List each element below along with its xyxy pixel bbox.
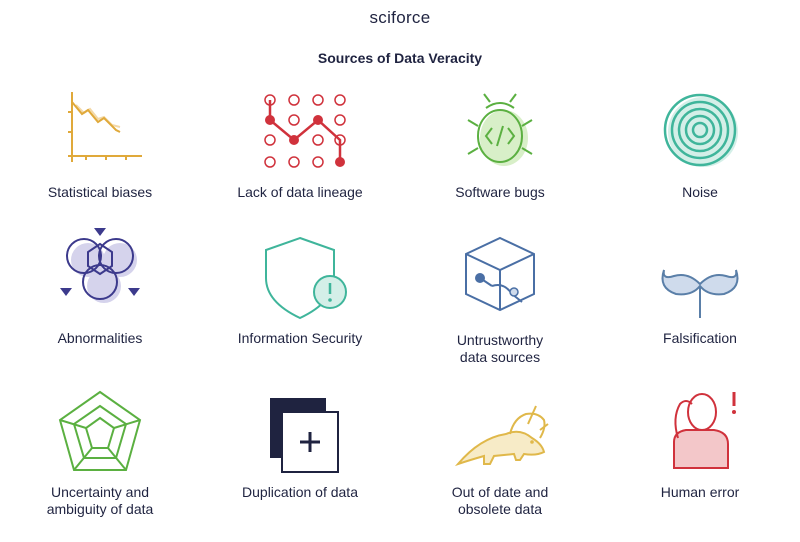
box-plug-icon: [465, 236, 535, 312]
impossible-pentagon-icon: [58, 390, 142, 471]
page-title: Sources of Data Veracity: [317, 50, 483, 66]
item-label: Falsification: [663, 330, 737, 346]
mustache-icon: [661, 269, 739, 318]
confused-person-icon: [673, 392, 736, 469]
item-information-security: Information Security: [200, 226, 400, 356]
duplicate-plus-icon: [270, 398, 339, 473]
item-label: Abnormalities: [57, 330, 143, 346]
item-human-error: Human error: [600, 388, 800, 518]
dinosaur-icon: [454, 405, 549, 467]
sciforce-logo: sciforce: [369, 8, 431, 27]
item-label: Information Security: [237, 330, 363, 346]
shield-alert-icon: [265, 236, 347, 320]
item-software-bugs: Software bugs: [400, 88, 600, 208]
item-abnormalities: Abnormalities: [0, 226, 200, 356]
dot-grid-path-icon: [264, 94, 346, 168]
item-lack-of-data-lineage: Lack of data lineage: [200, 88, 400, 208]
overlapping-circles-icon: [60, 228, 140, 303]
item-label: Lack of data lineage: [237, 184, 363, 200]
item-duplication-of-data: Duplication of data: [200, 388, 400, 518]
item-statistical-biases: Statistical biases: [0, 88, 200, 208]
item-label: Statistical biases: [47, 184, 153, 200]
item-label: Noise: [682, 184, 718, 200]
item-noise: Noise: [600, 88, 800, 208]
declining-chart-icon: [68, 92, 142, 162]
item-label: Human error: [660, 484, 740, 500]
item-label: Software bugs: [455, 184, 545, 200]
concentric-circles-icon: [663, 93, 738, 167]
item-label: Duplication of data: [242, 484, 358, 500]
bug-icon: [467, 93, 533, 166]
item-falsification: Falsification: [600, 226, 800, 356]
